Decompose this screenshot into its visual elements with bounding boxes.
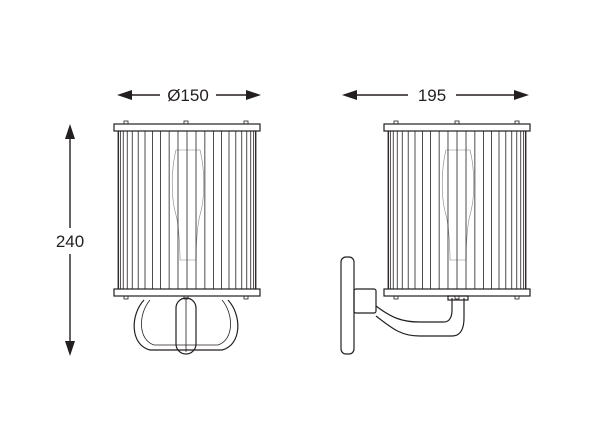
diameter-dimension: Ø150 — [117, 86, 261, 105]
side-bottom-cap — [383, 288, 531, 297]
height-dimension: 240 — [42, 124, 98, 356]
side-top-cap — [383, 123, 531, 132]
front-top-cap — [113, 123, 261, 132]
arrow-right-icon — [246, 90, 261, 100]
front-view — [113, 120, 261, 355]
height-label: 240 — [56, 232, 84, 251]
arrow-left-icon — [342, 90, 357, 100]
front-bottom-cap — [113, 288, 261, 297]
side-wall-plate — [340, 256, 355, 355]
front-glass-rods — [117, 131, 257, 289]
arrow-down-icon — [65, 341, 75, 356]
diameter-label: Ø150 — [167, 86, 209, 105]
depth-dimension: 195 — [342, 86, 529, 105]
side-glass-rods — [387, 131, 527, 289]
side-view — [340, 120, 531, 355]
arrow-right-icon — [514, 90, 529, 100]
arrow-left-icon — [117, 90, 132, 100]
depth-label: 195 — [418, 86, 446, 105]
arrow-up-icon — [65, 124, 75, 139]
